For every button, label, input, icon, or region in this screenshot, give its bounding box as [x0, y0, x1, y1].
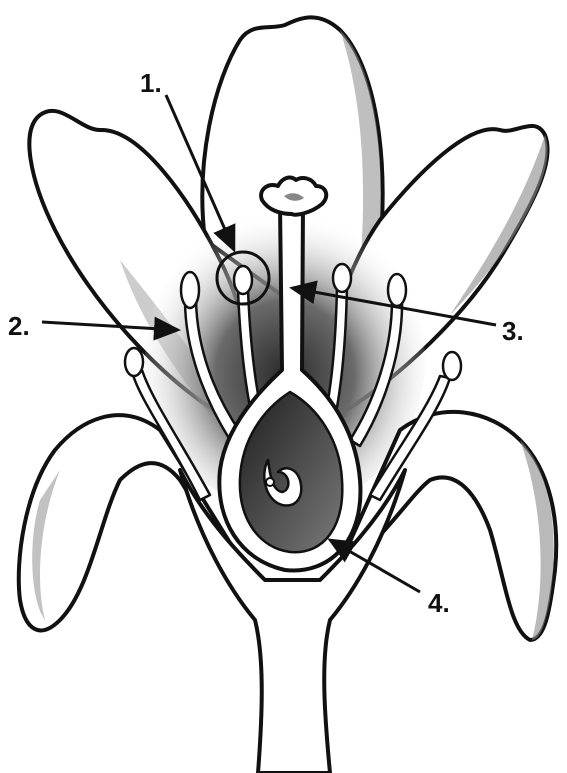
anther: [333, 264, 351, 292]
ovule-dot: [266, 478, 274, 486]
label-4: 4.: [428, 588, 450, 618]
anther: [181, 272, 199, 308]
label-2: 2.: [8, 311, 30, 341]
anther: [388, 274, 406, 306]
anther: [234, 266, 252, 294]
label-3: 3.: [502, 316, 524, 346]
anther: [125, 348, 143, 376]
anther: [443, 352, 461, 380]
label-1: 1.: [140, 68, 162, 98]
